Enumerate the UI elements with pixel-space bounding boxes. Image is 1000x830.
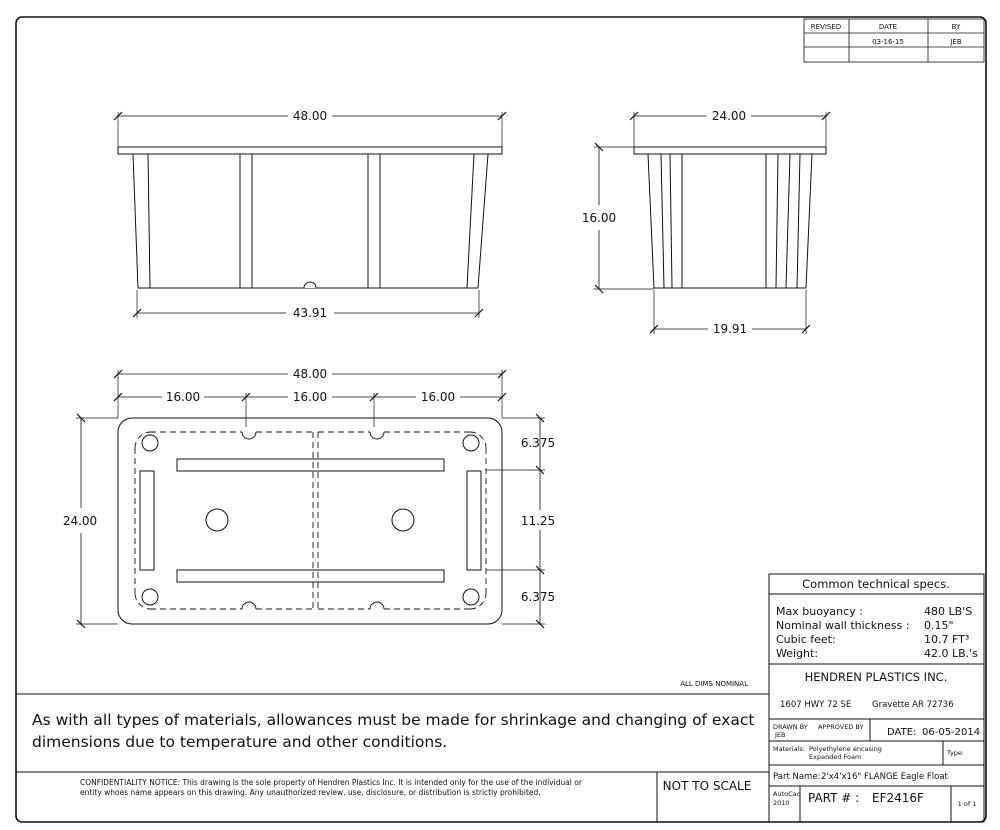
dim-plan-height: 24.00 <box>63 514 97 528</box>
dim-mask <box>520 510 556 530</box>
bottom-frame <box>16 693 769 822</box>
cad-line1: AutoCad <box>773 790 801 798</box>
spec-value-wall: 0.15" <box>924 619 954 632</box>
dim-front-bottom: 43.91 <box>293 306 327 320</box>
company-city: Gravette AR 72736 <box>872 700 954 710</box>
title-block <box>768 573 985 823</box>
allowance-note-line2: dimensions due to temperature and other … <box>32 733 447 751</box>
revision-block <box>803 18 985 63</box>
plan-view <box>76 369 545 629</box>
dim-side-height: 16.00 <box>582 211 616 225</box>
materials-label: Materials: <box>773 745 805 753</box>
dim-plan-right-top: 6.375 <box>521 436 555 450</box>
part-name-value: 2'x4'x16" FLANGE Eagle Float <box>821 772 949 782</box>
all-dims-note: ALL DIMS NOMINAL <box>680 680 748 688</box>
dim-plan-seg-2: 16.00 <box>293 390 327 404</box>
type-label: Type: <box>946 749 964 757</box>
part-number-label: PART # : <box>808 791 859 805</box>
approved-by-label: APPROVED BY <box>818 723 864 731</box>
revision-date: 03-16-15 <box>872 38 904 46</box>
dim-side-bottom: 19.91 <box>713 322 747 336</box>
scale-note: NOT TO SCALE <box>663 779 752 793</box>
spec-value-weight: 42.0 LB.'s <box>924 647 978 660</box>
allowance-note-line1: As with all types of materials, allowanc… <box>32 711 754 729</box>
dim-plan-seg-1: 16.00 <box>166 390 200 404</box>
title-date: 06-05-2014 <box>922 727 980 738</box>
revision-by: JEB <box>949 38 961 46</box>
spec-label-buoyancy: Max buoyancy : <box>776 605 863 618</box>
date-label: DATE: <box>887 727 916 738</box>
dim-plan-width: 48.00 <box>293 367 327 381</box>
dim-plan-right-mid: 11.25 <box>521 514 555 528</box>
dim-side-width: 24.00 <box>712 109 746 123</box>
spec-value-cubic: 10.7 FT³ <box>924 633 969 646</box>
part-number-value: EF2416F <box>872 791 924 805</box>
revision-header-by: BY <box>952 23 961 31</box>
side-view <box>594 111 831 334</box>
dim-plan-right-bottom: 6.375 <box>521 590 555 604</box>
part-name-label: Part Name: <box>773 772 820 782</box>
company-name: HENDREN PLASTICS INC. <box>805 670 948 684</box>
spec-label-weight: Weight: <box>776 647 818 660</box>
spec-label-cubic: Cubic feet: <box>776 633 836 646</box>
dim-front-width: 48.00 <box>293 109 327 123</box>
drawn-by-label: DRAWN BY <box>773 723 808 731</box>
revision-header-date: DATE <box>879 23 897 31</box>
sheet-number: 1 of 1 <box>958 800 977 808</box>
revision-header-revised: REVISED <box>811 23 841 31</box>
cad-line2: 2010 <box>773 799 790 807</box>
sheet-border <box>15 16 987 823</box>
materials-line1: Polyethylene encasing <box>809 745 882 753</box>
company-address: 1607 HWY 72 SE <box>780 700 851 710</box>
specs-title: Common technical specs. <box>802 577 950 591</box>
dim-plan-seg-3: 16.00 <box>421 390 455 404</box>
drawn-by-value: JEB <box>774 731 785 739</box>
materials-line2: Expanded Foam <box>809 753 861 761</box>
spec-value-buoyancy: 480 LB'S <box>924 605 972 618</box>
confidentiality-line1: CONFIDENTIALITY NOTICE: This drawing is … <box>80 778 583 787</box>
spec-label-wall: Nominal wall thickness : <box>776 619 910 632</box>
front-view <box>113 111 507 318</box>
confidentiality-line2: entity whoes name appears on this drawin… <box>80 788 541 797</box>
